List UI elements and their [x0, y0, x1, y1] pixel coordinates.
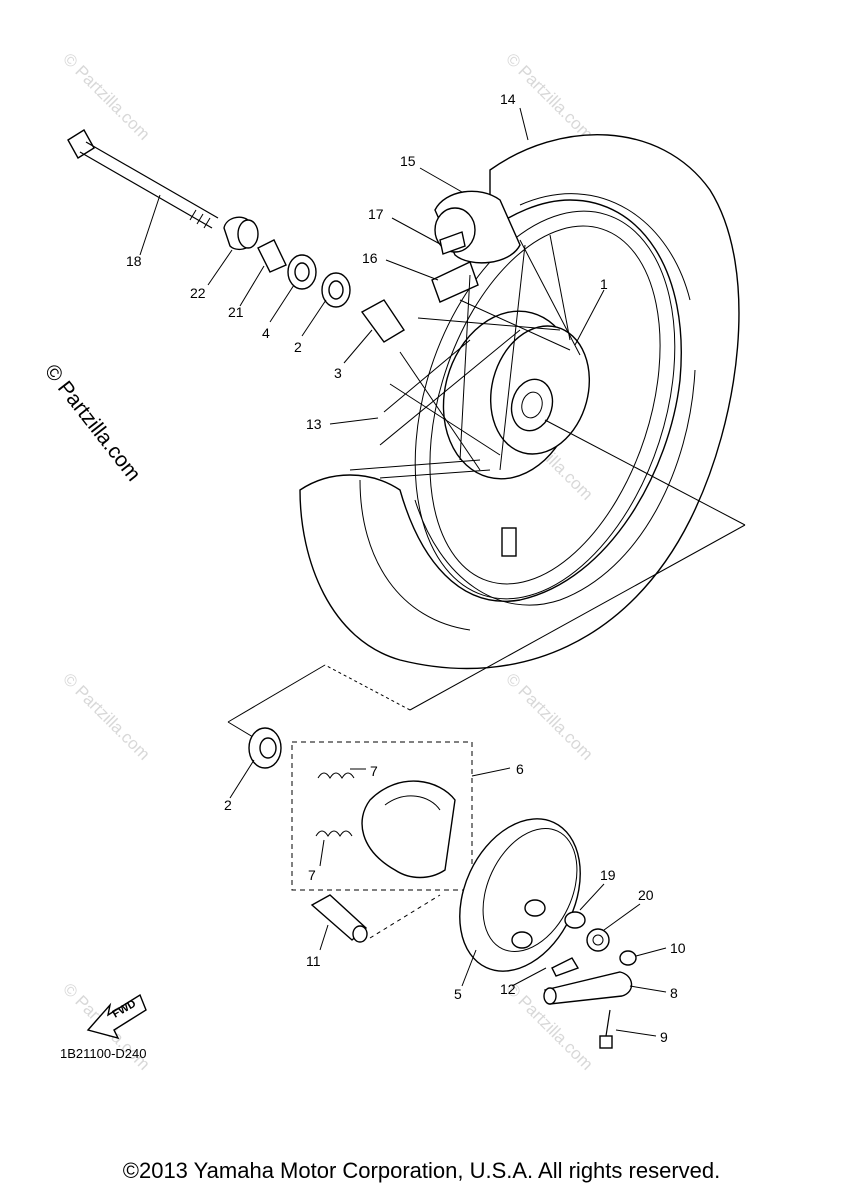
- leader-lines: [139, 107, 667, 1037]
- spacer: [257, 239, 287, 273]
- callout-7: 7: [370, 763, 378, 779]
- callout-1: 1: [600, 276, 608, 292]
- callout-10: 10: [670, 940, 686, 956]
- assembly-lines: [227, 419, 746, 939]
- camshaft: [310, 894, 368, 943]
- wear-indicator: [551, 957, 580, 977]
- callout-2: 2: [224, 797, 232, 813]
- callout-6: 6: [516, 761, 524, 777]
- axle-bolt: [67, 129, 219, 229]
- callout-9: 9: [660, 1029, 668, 1045]
- callout-7: 7: [308, 867, 316, 883]
- diagram-code: 1B21100-D240: [60, 1046, 147, 1061]
- bearing: [248, 727, 282, 769]
- callout-13: 13: [306, 416, 322, 432]
- valve-stem: [501, 527, 517, 557]
- callout-19: 19: [600, 867, 616, 883]
- callout-17: 17: [368, 206, 384, 222]
- brake-shoe-kit-box: [291, 741, 473, 891]
- brake-shoe: [361, 780, 456, 879]
- rim: [414, 210, 676, 600]
- bearing: [287, 254, 317, 290]
- washer: [564, 911, 586, 929]
- brake-panel: [459, 818, 581, 972]
- callout-4: 4: [262, 325, 270, 341]
- copyright-notice: ©2013 Yamaha Motor Corporation, U.S.A. A…: [122, 1158, 721, 1183]
- spring: [317, 772, 355, 779]
- rim-band: [431, 261, 479, 303]
- callout-22: 22: [190, 285, 206, 301]
- valve-nut: [439, 231, 466, 255]
- callout-16: 16: [362, 250, 378, 266]
- wheel-hub: [442, 310, 591, 480]
- bearing: [321, 272, 351, 308]
- callout-11: 11: [306, 953, 321, 969]
- bolt: [599, 1009, 613, 1049]
- watermark: © Partzilla.com: [59, 49, 153, 143]
- collar: [223, 216, 259, 251]
- nut-small: [619, 950, 637, 966]
- watermark: © Partzilla.com: [59, 669, 153, 763]
- tire: [299, 134, 740, 670]
- spokes: [349, 234, 581, 479]
- watermark: © Partzilla.com: [502, 669, 596, 763]
- callout-14: 14: [500, 91, 516, 107]
- callout-15: 15: [400, 153, 416, 169]
- nut: [586, 928, 610, 952]
- callout-12: 12: [500, 981, 516, 997]
- callout-3: 3: [334, 365, 342, 381]
- spacer-long: [360, 299, 405, 343]
- callouts: 1 2 3 4 5 6 7 7 8 9 10 11 12 13 14 15 16…: [126, 91, 686, 1045]
- callout-8: 8: [670, 985, 678, 1001]
- callout-21: 21: [228, 304, 244, 320]
- spring: [315, 830, 353, 837]
- cam-lever: [543, 971, 633, 1005]
- callout-2: 2: [294, 339, 302, 355]
- callout-5: 5: [454, 986, 462, 1002]
- watermark: © Partzilla.com: [502, 49, 596, 143]
- callout-20: 20: [638, 887, 654, 903]
- callout-18: 18: [126, 253, 142, 269]
